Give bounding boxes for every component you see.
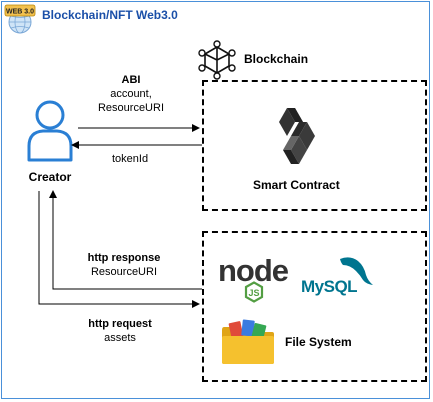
file-system-label: File System xyxy=(285,335,352,349)
http-request-arrow xyxy=(38,191,200,308)
web3-badge-text: WEB 3.0 xyxy=(6,9,34,16)
mysql-logo-icon: MySQL xyxy=(301,257,373,296)
abi-label-line2: ResourceURI xyxy=(97,102,165,114)
file-system-box[interactable] xyxy=(202,231,427,382)
tokenid-label: tokenId xyxy=(112,153,149,165)
http-request-body: assets xyxy=(104,332,136,344)
web3-badge-icon: WEB 3.0 xyxy=(4,4,36,34)
abi-label-title: ABI xyxy=(121,74,141,86)
folder-icon xyxy=(222,319,274,364)
http-response-title: http response xyxy=(87,252,161,264)
nodejs-badge-text: JS xyxy=(248,288,259,298)
http-response-arrow xyxy=(49,190,202,290)
diagram-title: Blockchain/NFT Web3.0 xyxy=(42,8,178,22)
cube-network-icon xyxy=(198,40,236,80)
user-icon xyxy=(27,100,73,162)
creator-label: Creator xyxy=(28,170,72,184)
nodejs-logo-icon: node JS xyxy=(218,253,290,303)
mysql-wordmark: MySQL xyxy=(301,277,357,296)
smart-contract-box[interactable] xyxy=(202,80,427,211)
smart-contract-label: Smart Contract xyxy=(253,178,340,192)
blockchain-title: Blockchain xyxy=(244,52,309,66)
http-request-title: http request xyxy=(88,318,152,330)
http-response-body: ResourceURI xyxy=(90,266,158,278)
solidity-logo-icon xyxy=(279,108,315,164)
abi-label-line1: account, xyxy=(110,88,152,100)
